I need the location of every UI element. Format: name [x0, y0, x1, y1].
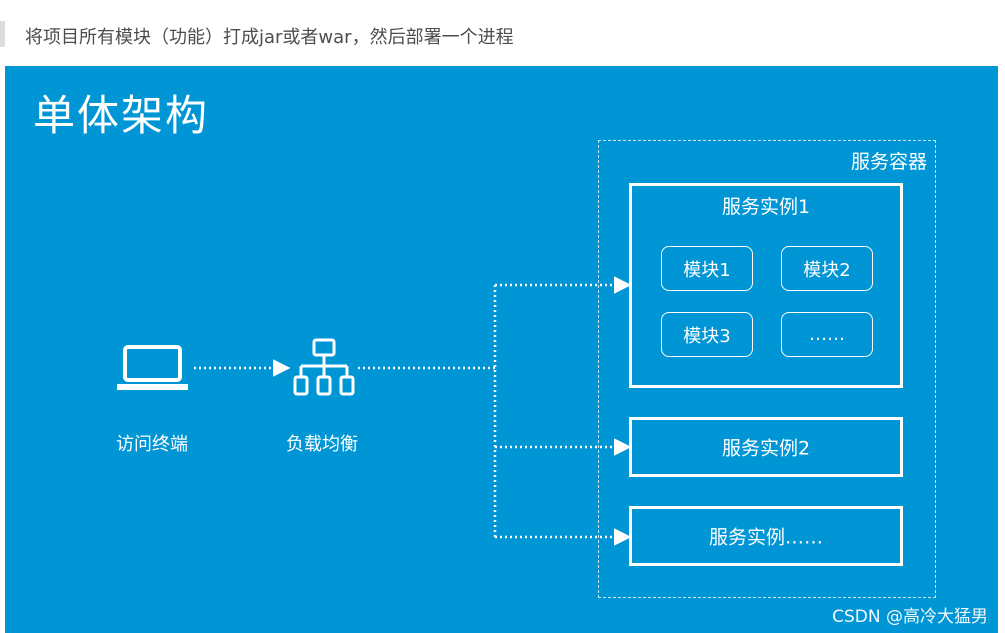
quote-bar — [0, 21, 5, 47]
service-container-label: 服务容器 — [850, 151, 927, 173]
service-instance-1-label: 服务实例1 — [721, 196, 811, 218]
client-label: 访问终端 — [116, 434, 188, 455]
laptop-icon — [117, 345, 188, 390]
service-instance-2: 服务实例2 — [629, 417, 903, 477]
diagram-title: 单体架构 — [33, 91, 210, 140]
service-instance-1: 服务实例1 — [629, 183, 903, 388]
load-balancer-label: 负载均衡 — [286, 434, 358, 455]
module-3: 模块3 — [661, 312, 753, 357]
service-container: 服务容器 — [598, 140, 936, 598]
header-text: 将项目所有模块（功能）打成jar或者war，然后部署一个进程 — [25, 27, 514, 48]
architecture-panel: 单体架构 — [5, 66, 998, 633]
watermark: CSDN @高冷大猛男 — [832, 607, 988, 627]
service-instance-more: 服务实例…… — [629, 506, 903, 566]
service-instance-more-label: 服务实例…… — [708, 526, 823, 549]
service-instance-2-label: 服务实例2 — [721, 437, 811, 460]
network-hierarchy-icon — [293, 338, 355, 396]
module-2: 模块2 — [781, 246, 873, 291]
module-1: 模块1 — [661, 246, 753, 291]
module-more: …… — [781, 312, 873, 357]
